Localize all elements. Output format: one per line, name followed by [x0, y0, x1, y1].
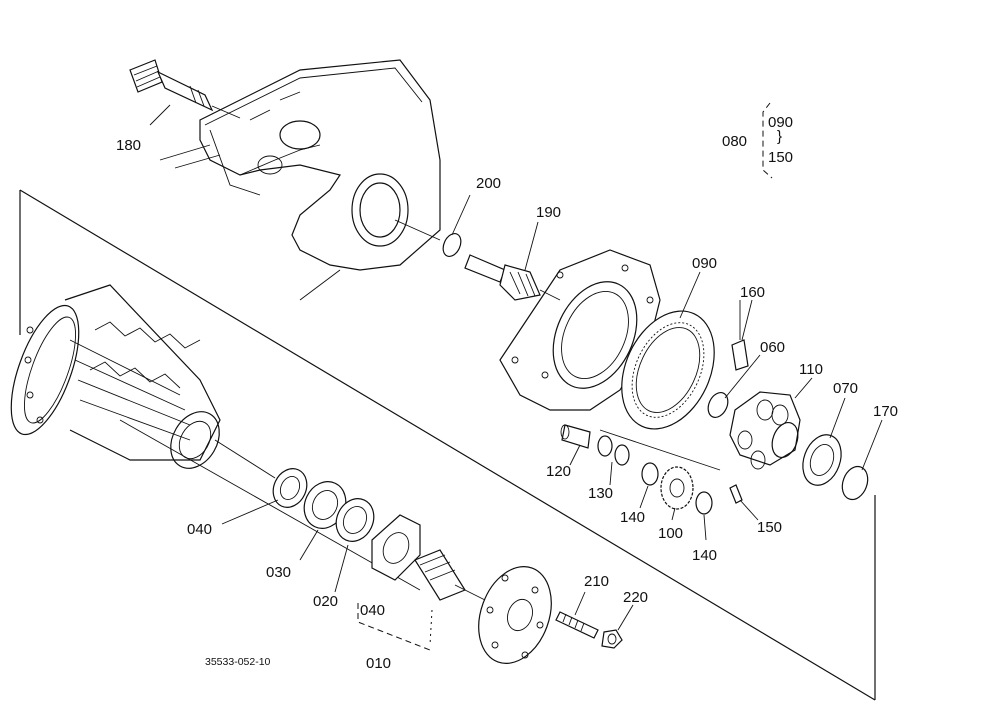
callout-070: 070 — [833, 380, 858, 397]
part-150-spring-pin — [729, 484, 743, 504]
svg-text:}: } — [777, 128, 782, 145]
part-110-planet-carrier — [729, 391, 801, 470]
callout-labels: 180 200 190 090 160 060 110 070 170 120 … — [116, 114, 898, 672]
part-200-snap-ring — [442, 233, 462, 257]
note-parent-010: 010 — [366, 655, 391, 672]
assembly-frame-lines — [19, 189, 876, 701]
callout-200: 200 — [476, 175, 501, 192]
legend-child-090: 090 — [768, 114, 793, 131]
part-160-pin — [731, 300, 749, 371]
callout-120: 120 — [546, 463, 571, 480]
part-140-thrust-washer-b — [695, 491, 713, 515]
leader-lines — [149, 104, 883, 631]
part-020-bearing — [335, 498, 375, 542]
part-180-spline-shaft — [129, 59, 241, 119]
callout-060: 060 — [760, 339, 785, 356]
transmission-housing — [159, 59, 441, 301]
legend-child-150: 150 — [768, 149, 793, 166]
part-040-oil-seal — [272, 468, 308, 508]
callout-210: 210 — [584, 573, 609, 590]
callout-140-a: 140 — [620, 509, 645, 526]
drawing-number: 35533-052-10 — [205, 656, 271, 668]
part-090-ring-gear — [621, 310, 715, 430]
callout-160: 160 — [740, 284, 765, 301]
part-070-bearing — [802, 434, 842, 486]
part-010-axle-flange — [414, 549, 552, 665]
planetary-housing — [499, 249, 661, 411]
callout-040: 040 — [187, 521, 212, 538]
part-130-needle-bearing — [597, 435, 630, 466]
callout-130: 130 — [588, 485, 613, 502]
callout-030: 030 — [266, 564, 291, 581]
part-120-planet-shaft — [560, 424, 591, 449]
callout-020: 020 — [313, 593, 338, 610]
callout-140-b: 140 — [692, 547, 717, 564]
legend-parent-080: 080 — [722, 133, 747, 150]
part-170-snap-ring — [841, 465, 869, 501]
part-210-hub-bolt — [555, 611, 599, 639]
callout-220: 220 — [623, 589, 648, 606]
callout-190: 190 — [536, 204, 561, 221]
callout-180: 180 — [116, 137, 141, 154]
part-220-hub-nut — [601, 629, 623, 649]
part-140-thrust-washer-a — [641, 462, 659, 486]
legend-bracket-080: } — [762, 102, 782, 179]
bearing-retainer-plate — [371, 514, 421, 581]
part-060-snap-ring — [707, 392, 729, 418]
part-100-planet-gear — [660, 466, 694, 510]
callout-110: 110 — [799, 361, 823, 378]
callout-170: 170 — [873, 403, 898, 420]
note-child-040: 040 — [360, 602, 385, 619]
note-bracket-010 — [357, 603, 433, 651]
callout-150: 150 — [757, 519, 782, 536]
callout-090: 090 — [692, 255, 717, 272]
callout-100: 100 — [658, 525, 683, 542]
axle-housing — [10, 284, 276, 479]
part-190-drive-shaft — [464, 254, 561, 301]
